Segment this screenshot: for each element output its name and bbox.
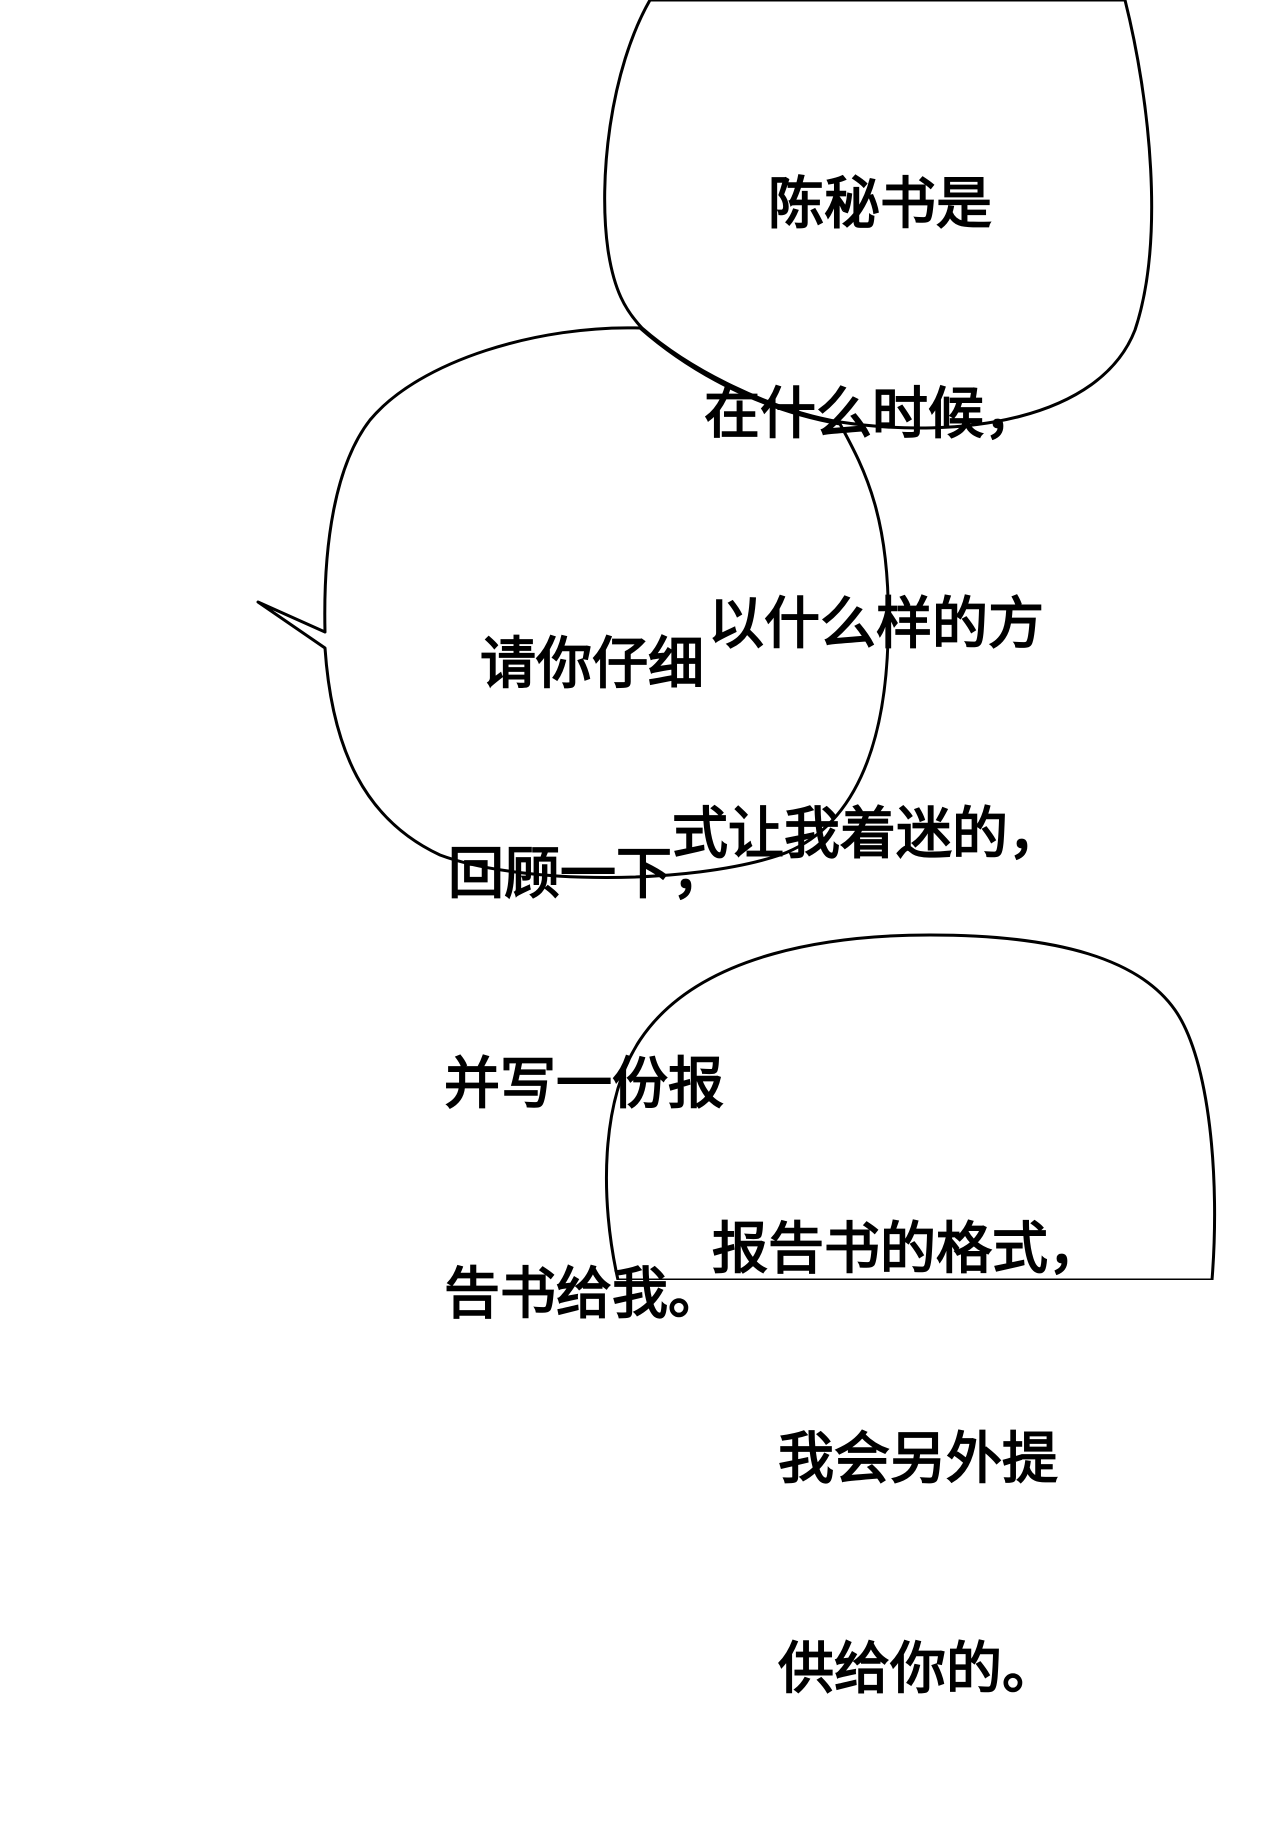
speech-bubble-middle [256, 326, 890, 879]
dialogue-line: 回顾一下， [448, 842, 728, 907]
speech-bubbles-layer [256, 0, 1217, 1280]
dialogue-line: 在什么时候， [704, 382, 1040, 447]
speech-bubble-top [603, 0, 1154, 430]
speech-bubble-bottom [605, 933, 1217, 1280]
dialogue-line: 请你仔细 [480, 632, 704, 697]
speech-bubble-text-top: 陈秘书是 在什么时候， 以什么样的方 式让我着迷的， [660, 30, 1120, 1010]
dialogue-line: 式让我着迷的， [672, 802, 1064, 867]
speech-bubble-text-bottom: 报告书的格式， 我会另外提 供给你的。 [700, 1075, 1160, 1845]
comic-panel: 陈秘书是 在什么时候， 以什么样的方 式让我着迷的， 请你仔细 回顾一下， 并写… [256, 0, 1217, 1702]
dialogue-line: 我会另外提 [778, 1427, 1058, 1492]
dialogue-line: 陈秘书是 [768, 172, 992, 237]
dialogue-line: 以什么样的方 [708, 592, 1044, 657]
dialogue-line: 报告书的格式， [712, 1217, 1104, 1282]
dialogue-line: 并写一份报 [444, 1052, 724, 1117]
dialogue-line: 供给你的。 [778, 1637, 1058, 1702]
